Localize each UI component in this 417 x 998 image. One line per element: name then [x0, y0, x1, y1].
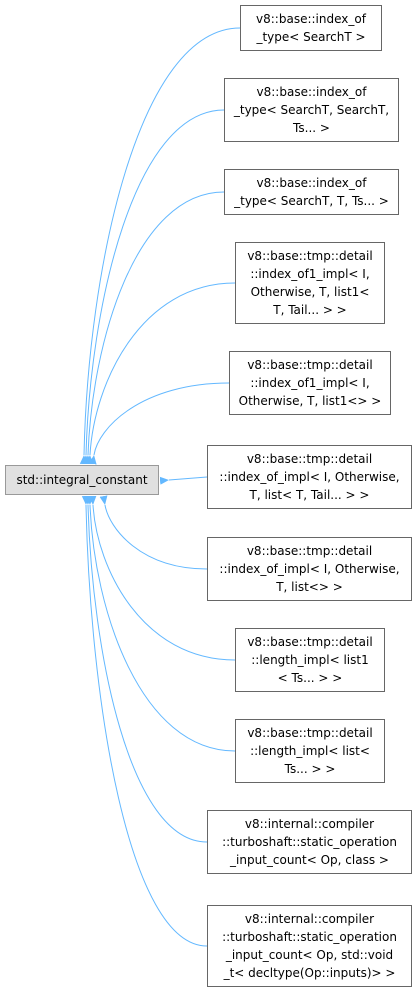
node-label-line: _input_count< Op, std::void — [225, 948, 394, 962]
node-label-line: ::turboshaft::static_operation — [222, 835, 397, 849]
node-label-line: Ts... > — [293, 121, 330, 135]
derived-class-node[interactable]: v8::base::tmp::detail::index_of_impl< I,… — [207, 445, 412, 509]
node-label-line: v8::base::tmp::detail — [247, 358, 373, 372]
derived-class-node[interactable]: v8::base::tmp::detail::index_of1_impl< I… — [235, 242, 385, 324]
node-label-line: Otherwise, T, list1< — [250, 285, 370, 299]
node-label-line: ::index_of1_impl< I, — [250, 267, 370, 281]
node-label-line: Ts... > > — [284, 762, 336, 776]
derived-class-node[interactable]: v8::internal::compiler::turboshaft::stat… — [207, 905, 412, 987]
inheritance-arrow — [88, 382, 230, 465]
derived-class-node[interactable]: v8::base::index_of_type< SearchT, Search… — [224, 78, 399, 142]
node-label-line: T, list< T, Tail... > > — [249, 488, 370, 502]
derived-class-node[interactable]: v8::base::tmp::detail::length_impl< list… — [235, 719, 385, 783]
base-class-label: std::integral_constant — [16, 473, 148, 487]
inheritance-arrow — [85, 282, 236, 465]
node-label-line: Otherwise, T, list1<> > — [238, 394, 382, 408]
node-label-line: v8::base::index_of — [256, 85, 367, 99]
derived-class-node[interactable]: v8::base::index_of_type< SearchT, T, Ts.… — [224, 169, 399, 215]
node-label-line: ::length_impl< list< — [250, 744, 370, 758]
base-class-node[interactable]: std::integral_constant — [5, 465, 159, 495]
node-label-line: _t< decltype(Op::inputs)> > — [223, 966, 396, 980]
inheritance-arrow — [85, 495, 236, 752]
inheritance-arrow — [83, 495, 208, 843]
node-label-line: _type< SearchT > — [256, 30, 366, 44]
node-label-line: v8::base::tmp::detail — [247, 635, 373, 649]
node-label-line: ::index_of_impl< I, Otherwise, — [219, 562, 400, 576]
inheritance-arrow — [81, 495, 208, 947]
node-label-line: T, list<> > — [276, 580, 343, 594]
node-label-line: v8::base::tmp::detail — [247, 249, 373, 263]
node-label-line: ::turboshaft::static_operation — [222, 930, 397, 944]
derived-class-node[interactable]: v8::base::tmp::detail::index_of_impl< I,… — [207, 537, 412, 601]
node-label-line: _input_count< Op, class > — [230, 853, 389, 867]
inheritance-arrow — [83, 191, 225, 465]
node-label-line: T, Tail... > > — [273, 303, 347, 317]
node-label-line: ::index_of1_impl< I, — [250, 376, 370, 390]
inheritance-arrow — [79, 27, 241, 465]
derived-class-node[interactable]: v8::base::index_of_type< SearchT > — [240, 5, 382, 51]
inheritance-arrow — [88, 495, 236, 661]
node-label-line: v8::base::tmp::detail — [246, 452, 373, 466]
node-label-line: v8::base::index_of — [256, 176, 367, 190]
node-label-line: v8::base::tmp::detail — [246, 544, 373, 558]
node-label-line: v8::internal::compiler — [244, 912, 375, 926]
node-label-line: v8::base::tmp::detail — [247, 726, 373, 740]
node-label-line: v8::internal::compiler — [244, 817, 375, 831]
derived-class-node[interactable]: v8::internal::compiler::turboshaft::stat… — [207, 810, 412, 874]
inheritance-arrow — [99, 495, 208, 570]
inheritance-arrow — [81, 109, 225, 465]
node-label-line: ::length_impl< list1 — [251, 653, 369, 667]
node-label-line: ::index_of_impl< I, Otherwise, — [219, 470, 400, 484]
derived-class-node[interactable]: v8::base::tmp::detail::index_of1_impl< I… — [229, 351, 391, 415]
derived-class-node[interactable]: v8::base::tmp::detail::length_impl< list… — [235, 628, 385, 692]
node-label-line: _type< SearchT, T, Ts... > — [234, 194, 389, 208]
node-label-line: _type< SearchT, SearchT, — [233, 103, 390, 117]
node-label-line: v8::base::index_of — [256, 12, 366, 26]
inheritance-arrow — [159, 476, 208, 485]
node-label-line: < Ts... > > — [277, 671, 343, 685]
